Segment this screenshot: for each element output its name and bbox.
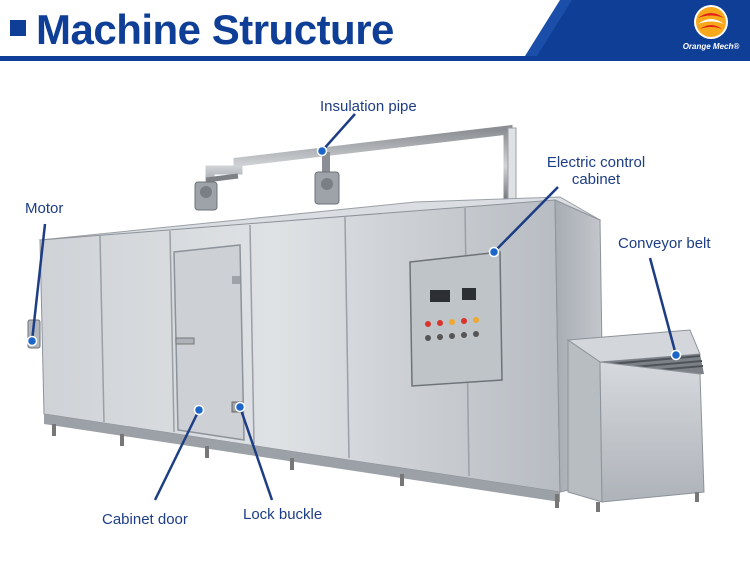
company-logo: Orange Mech® [676,2,746,56]
label-cabinet-door: Cabinet door [102,511,188,528]
label-conveyor-belt: Conveyor belt [618,235,711,252]
page-header: Machine Structure Orange Mech® [0,0,750,62]
callout-lines [26,113,682,501]
header-underline [0,56,750,61]
header-decoration [525,0,750,56]
electric-control-dot [488,246,500,258]
page-title: Machine Structure [36,6,394,53]
cabinet-door [173,244,245,441]
label-electric-control-line2: cabinet [571,171,621,188]
lock-buckle-leader [238,406,274,501]
control-buttons [425,317,479,341]
conveyor-section [566,329,705,512]
lock-buckle-dot [234,401,246,413]
roof-valve-right [314,171,340,205]
motor-leader [30,223,47,342]
logo-text: Orange Mech® [682,42,740,51]
label-electric-control-cabinet: Electric control cabinet [540,154,652,188]
insulation-pipe-leader [321,113,356,152]
conveyor-belt-dot [670,349,682,361]
cabinet-door-leader [153,409,201,501]
insulation-pipe-dot [316,145,328,157]
label-insulation-pipe: Insulation pipe [320,98,417,115]
freezer-cabinet [38,196,605,508]
cabinet-door-dot [193,404,205,416]
electric-control-leader [493,186,559,253]
label-electric-control-line1: Electric control [546,154,646,171]
header-square-marker [10,20,26,36]
label-lock-buckle: Lock buckle [243,506,323,523]
motor-dot [26,335,38,347]
label-motor: Motor [25,200,64,217]
orange-logo-icon [694,5,728,39]
conveyor-belt-leader [648,257,678,356]
machine-diagram [26,113,705,512]
electric-control-cabinet [409,251,503,387]
roof-valve-left [194,181,218,211]
